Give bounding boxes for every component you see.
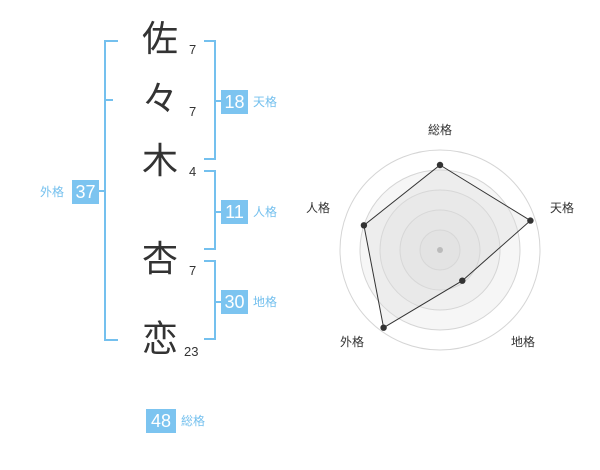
radar-center-dot	[437, 247, 443, 253]
chikaku-label: 地格	[253, 295, 278, 309]
name-char-2: 々	[141, 79, 178, 120]
jinkaku-value-badge: 11	[221, 200, 248, 224]
radar-axis-label-tenkaku: 天格	[550, 200, 574, 215]
soukaku-value-badge: 48	[146, 409, 176, 433]
radar-point-1	[436, 161, 444, 169]
tenkaku-value-badge: 18	[221, 90, 248, 114]
gaikaku-label: 外格	[40, 185, 65, 199]
radar-point-2	[527, 217, 534, 224]
name-char-1: 佐	[141, 19, 178, 60]
gaikaku-value-badge: 37	[72, 180, 99, 204]
chikaku-bracket	[204, 260, 216, 340]
stroke-count-1: 7	[189, 42, 197, 57]
radar-point-5	[360, 222, 368, 229]
chikaku-bracket-connector	[215, 301, 221, 303]
jinkaku-label: 人格	[253, 205, 278, 219]
stroke-count-5: 23	[184, 344, 199, 359]
name-char-5: 恋	[141, 319, 178, 360]
jinkaku-bracket-connector	[215, 211, 221, 213]
stroke-count-4: 7	[189, 263, 197, 278]
chikaku-value-badge: 30	[221, 290, 248, 314]
gaikaku-bracket-connector	[98, 190, 106, 192]
jinkaku-bracket	[204, 170, 216, 250]
radar-axis-label-soukaku: 総格	[428, 122, 452, 137]
stroke-count-3: 4	[189, 164, 197, 179]
radar-point-4	[380, 324, 387, 331]
soukaku-label: 総格	[181, 414, 206, 428]
radar-points	[360, 161, 534, 331]
name-char-4: 杏	[141, 239, 178, 280]
radar-axis-label-gaikaku: 外格	[340, 334, 364, 349]
name-char-3: 木	[141, 141, 178, 182]
stroke-count-2: 7	[189, 104, 197, 119]
tenkaku-bracket-connector	[215, 100, 221, 102]
radar-axis-label-chikaku: 地格	[511, 334, 535, 349]
radar-point-3	[459, 277, 466, 284]
gaikaku-bracket-tick	[105, 99, 113, 101]
tenkaku-label: 天格	[253, 95, 278, 109]
radar-area	[363, 164, 532, 329]
radar-axis-label-jinkaku: 人格	[306, 200, 330, 215]
